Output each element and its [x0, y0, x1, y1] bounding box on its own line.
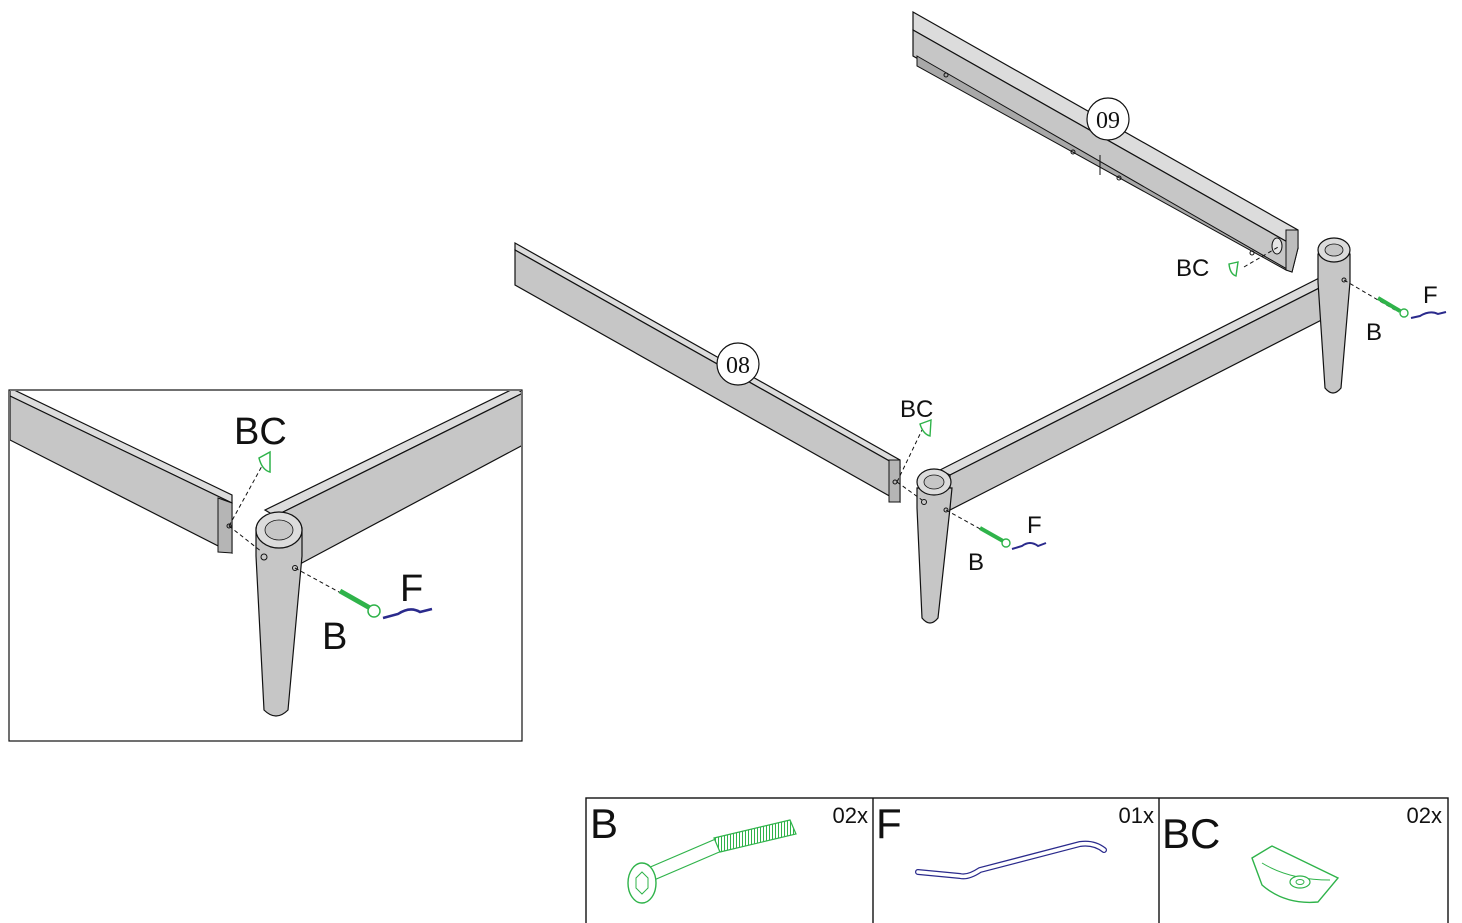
rail-front: [938, 269, 1347, 511]
barrel-nut-front: [919, 418, 932, 437]
front-post: [916, 468, 953, 624]
detail-bolt: [338, 588, 381, 618]
part-b-code: B: [590, 800, 618, 847]
bolt-icon: [627, 819, 797, 904]
bolt-back: [1376, 296, 1409, 318]
svg-text:08: 08: [726, 353, 750, 379]
allen-key-back: [1410, 311, 1447, 319]
label-b-front: B: [968, 549, 984, 576]
part-cell-b: B 02x: [590, 800, 868, 904]
main-view: 08 09 BC B F BC B: [514, 10, 1447, 624]
part-bc-qty: 02x: [1407, 803, 1442, 828]
label-08: 08: [716, 342, 760, 386]
barrel-nut-back: [1228, 261, 1239, 277]
label-f-back: F: [1423, 282, 1438, 309]
label-b-back: B: [1366, 319, 1382, 346]
detail-allen-key: [382, 607, 433, 620]
detail-label-b: B: [322, 616, 347, 658]
bolt-front: [979, 526, 1011, 548]
label-09: 09: [1086, 97, 1130, 141]
part-f-qty: 01x: [1119, 803, 1154, 828]
detail-label-f: F: [400, 568, 423, 610]
back-post: [1317, 237, 1351, 394]
label-bc-front: BC: [900, 396, 933, 423]
detail-label-bc: BC: [234, 411, 287, 453]
rail-08: [514, 241, 901, 504]
parts-table: B 02x F 01x BC 02x: [585, 797, 1449, 923]
label-bc-back: BC: [1176, 255, 1209, 282]
detail-view: BC B F: [8, 389, 523, 742]
allen-key-icon: [915, 840, 1107, 880]
label-f-front: F: [1027, 512, 1042, 539]
part-f-code: F: [876, 800, 902, 847]
allen-key-front: [1011, 542, 1047, 550]
svg-text:09: 09: [1096, 108, 1120, 134]
part-b-qty: 02x: [833, 803, 868, 828]
part-cell-bc: BC 02x: [1162, 803, 1442, 904]
part-bc-code: BC: [1162, 810, 1220, 857]
rail-09: [912, 10, 1299, 273]
barrel-nut-icon: [1251, 845, 1340, 904]
detail-barrel-nut: [258, 450, 271, 473]
part-cell-f: F 01x: [876, 800, 1154, 880]
